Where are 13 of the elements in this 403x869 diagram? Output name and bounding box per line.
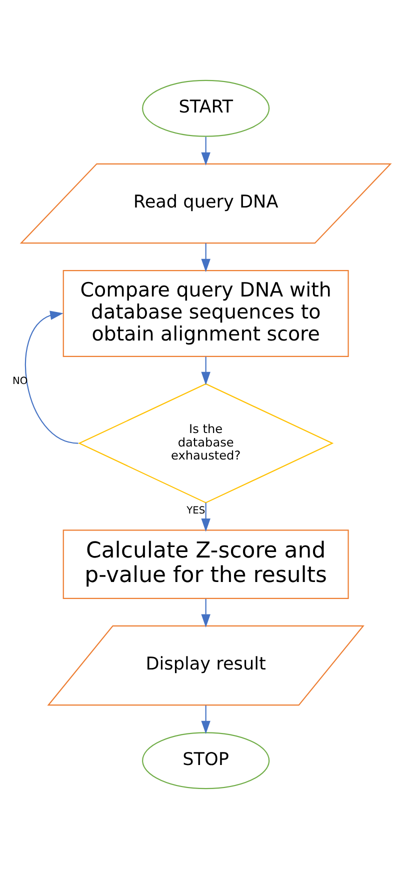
arrow	[201, 136, 210, 166]
arrow	[201, 243, 210, 272]
arrow	[25, 310, 78, 444]
arrow	[201, 502, 210, 532]
edge-label: YES	[186, 505, 206, 516]
arrow	[201, 356, 210, 386]
node-diamond: Is the database exhausted?	[78, 383, 334, 504]
arrow	[201, 705, 210, 734]
node-ellipse: START	[142, 80, 270, 137]
node-box: Compare query DNA with database sequences to obtain alignment score	[62, 270, 349, 357]
node-box: Calculate Z-score and p-value for the results	[62, 530, 349, 599]
arrow	[201, 598, 210, 628]
node-ellipse: STOP	[142, 732, 270, 790]
